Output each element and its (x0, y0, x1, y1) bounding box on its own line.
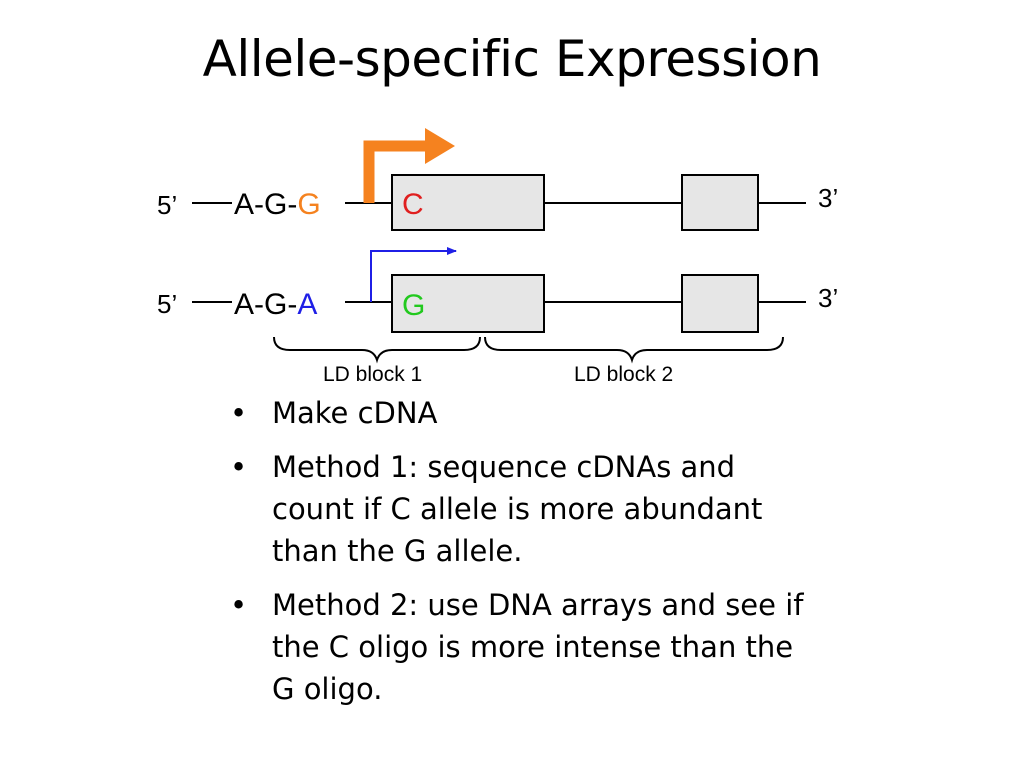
allele-diagram: 5’ A-G-G C 3’ 5’ A-G-A G 3’ (157, 128, 838, 386)
ld-block-1-brace (273, 336, 481, 364)
allele-1-sequence: A-G-G (234, 188, 321, 221)
allele-2-three-prime: 3’ (818, 283, 838, 313)
allele-2-snp-base: A (297, 288, 317, 321)
allele-1-three-prime: 3’ (818, 183, 838, 213)
bullet-item: Method 2: use DNA arrays and see if the … (228, 584, 808, 710)
allele-2-seq-prefix: A-G- (234, 288, 297, 321)
allele-1-row: 5’ A-G-G C 3’ (157, 128, 838, 231)
bullet-list: Make cDNA Method 1: sequence cDNAs and c… (228, 392, 808, 722)
allele-1-exon-2 (681, 174, 759, 231)
allele-1-five-prime: 5’ (157, 190, 177, 220)
ld-block-1-label: LD block 1 (323, 363, 422, 386)
blue-arrow-icon (370, 247, 457, 302)
allele-2-five-prime: 5’ (157, 289, 177, 319)
allele-1-seq-prefix: A-G- (234, 188, 297, 221)
allele-2-exon-1 (391, 274, 545, 333)
allele-2-exon-base: G (402, 289, 425, 322)
orange-arrow-icon (363, 128, 455, 203)
allele-1-exon-base: C (402, 188, 424, 221)
allele-2-exon-2 (681, 274, 759, 333)
allele-1-exon-1 (391, 174, 545, 231)
bullet-item: Make cDNA (228, 392, 808, 434)
allele-1-snp-base: G (297, 188, 320, 221)
ld-block-2-brace (484, 336, 784, 364)
ld-block-2-label: LD block 2 (574, 363, 673, 386)
slide-title: Allele-specific Expression (202, 30, 822, 88)
allele-2-sequence: A-G-A (234, 288, 317, 321)
allele-2-row: 5’ A-G-A G 3’ (157, 247, 838, 333)
bullet-item: Method 1: sequence cDNAs and count if C … (228, 446, 808, 572)
